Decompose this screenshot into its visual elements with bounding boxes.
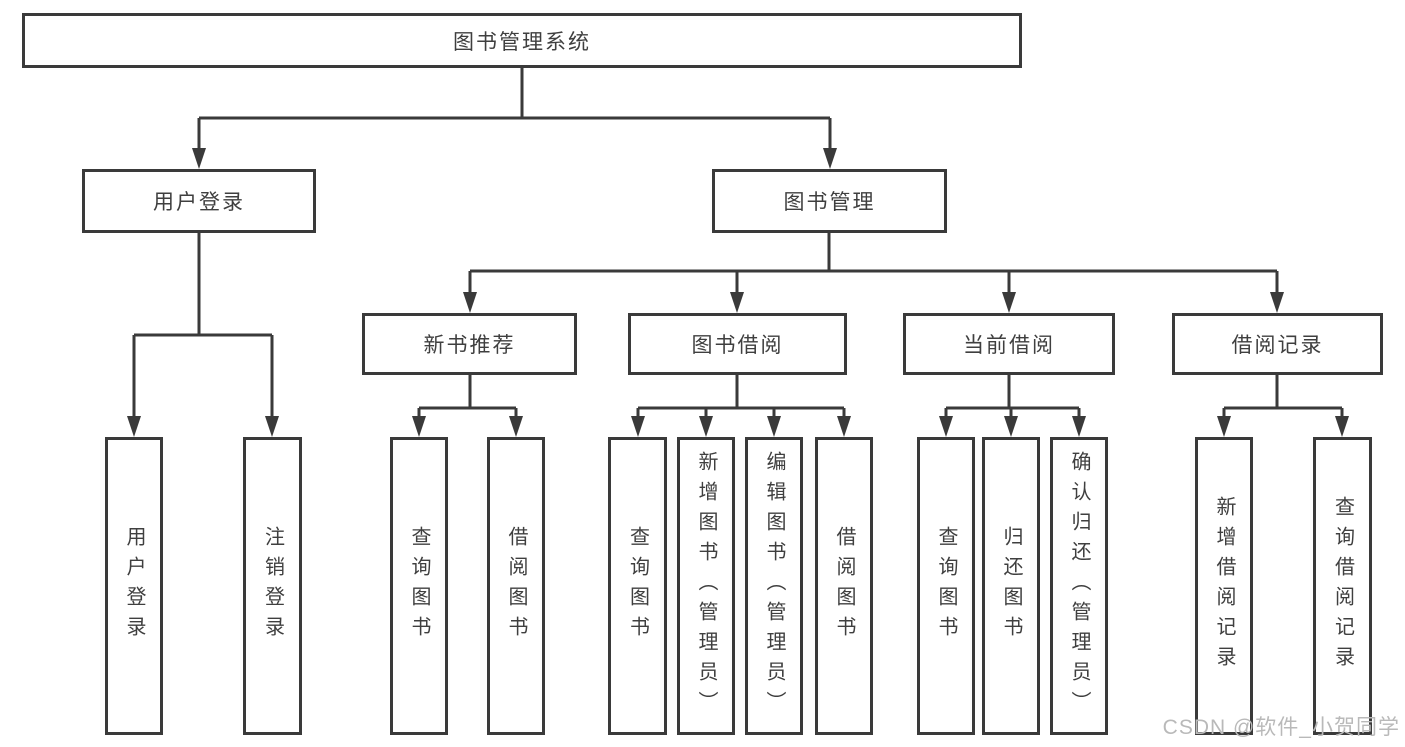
edge-user-login-to-leaves: [132, 233, 274, 420]
leaf-edit-book-admin: 编辑图书（管理员）: [745, 437, 803, 735]
leaf-query-books-current-label: 查询图书: [935, 526, 957, 646]
leaf-user-login-label: 用户登录: [123, 526, 145, 646]
leaf-borrow-books-borrowing: 借阅图书: [815, 437, 873, 735]
leaf-add-book-admin: 新增图书（管理员）: [677, 437, 735, 735]
leaf-confirm-return-admin: 确认归还（管理员）: [1050, 437, 1108, 735]
node-system-root: 图书管理系统: [22, 13, 1022, 68]
edge-book-borrowing-to-leaves: [636, 375, 846, 420]
leaf-borrow-books-borrowing-label: 借阅图书: [833, 526, 855, 646]
node-user-login: 用户登录: [82, 169, 316, 233]
leaf-logout-label: 注销登录: [261, 526, 284, 646]
node-book-borrowing: 图书借阅: [628, 313, 847, 375]
edge-book-management-to-level3: [468, 233, 1279, 296]
edge-new-book-recommend-to-leaves: [417, 375, 518, 420]
node-borrowing-records: 借阅记录: [1172, 313, 1383, 375]
leaf-query-books-recommend-label: 查询图书: [408, 526, 430, 646]
leaf-add-borrow-record: 新增借阅记录: [1195, 437, 1253, 735]
edge-borrowing-records-to-leaves: [1222, 375, 1344, 420]
edge-root-to-level2: [197, 68, 832, 152]
node-book-borrowing-label: 图书借阅: [691, 334, 784, 357]
leaf-logout: 注销登录: [243, 437, 302, 735]
leaf-add-book-admin-label: 新增图书（管理员）: [695, 451, 717, 721]
node-new-book-recommend-label: 新书推荐: [423, 334, 516, 357]
node-book-management-label: 图书管理: [783, 191, 876, 214]
node-current-borrowing: 当前借阅: [903, 313, 1115, 375]
leaf-query-borrow-record: 查询借阅记录: [1313, 437, 1372, 735]
leaf-return-books: 归还图书: [982, 437, 1040, 735]
leaf-borrow-books-recommend-label: 借阅图书: [505, 526, 527, 646]
leaf-query-books-current: 查询图书: [917, 437, 975, 735]
leaf-confirm-return-admin-label: 确认归还（管理员）: [1068, 451, 1090, 721]
node-new-book-recommend: 新书推荐: [362, 313, 577, 375]
leaf-query-books-borrowing-label: 查询图书: [626, 526, 649, 646]
leaf-query-books-recommend: 查询图书: [390, 437, 448, 735]
leaf-borrow-books-recommend: 借阅图书: [487, 437, 545, 735]
node-current-borrowing-label: 当前借阅: [963, 334, 1055, 357]
leaf-return-books-label: 归还图书: [1000, 526, 1022, 646]
leaf-query-borrow-record-label: 查询借阅记录: [1331, 496, 1354, 676]
node-borrowing-records-label: 借阅记录: [1231, 334, 1324, 357]
leaf-edit-book-admin-label: 编辑图书（管理员）: [763, 451, 785, 721]
csdn-watermark: CSDN @软件_小贺同学: [1162, 716, 1400, 739]
node-book-management: 图书管理: [712, 169, 947, 233]
leaf-query-books-borrowing: 查询图书: [608, 437, 667, 735]
edge-current-borrowing-to-leaves: [944, 375, 1081, 420]
leaf-add-borrow-record-label: 新增借阅记录: [1213, 496, 1235, 676]
node-user-login-label: 用户登录: [153, 191, 245, 214]
node-system-root-label: 图书管理系统: [453, 30, 591, 54]
leaf-user-login: 用户登录: [105, 437, 163, 735]
